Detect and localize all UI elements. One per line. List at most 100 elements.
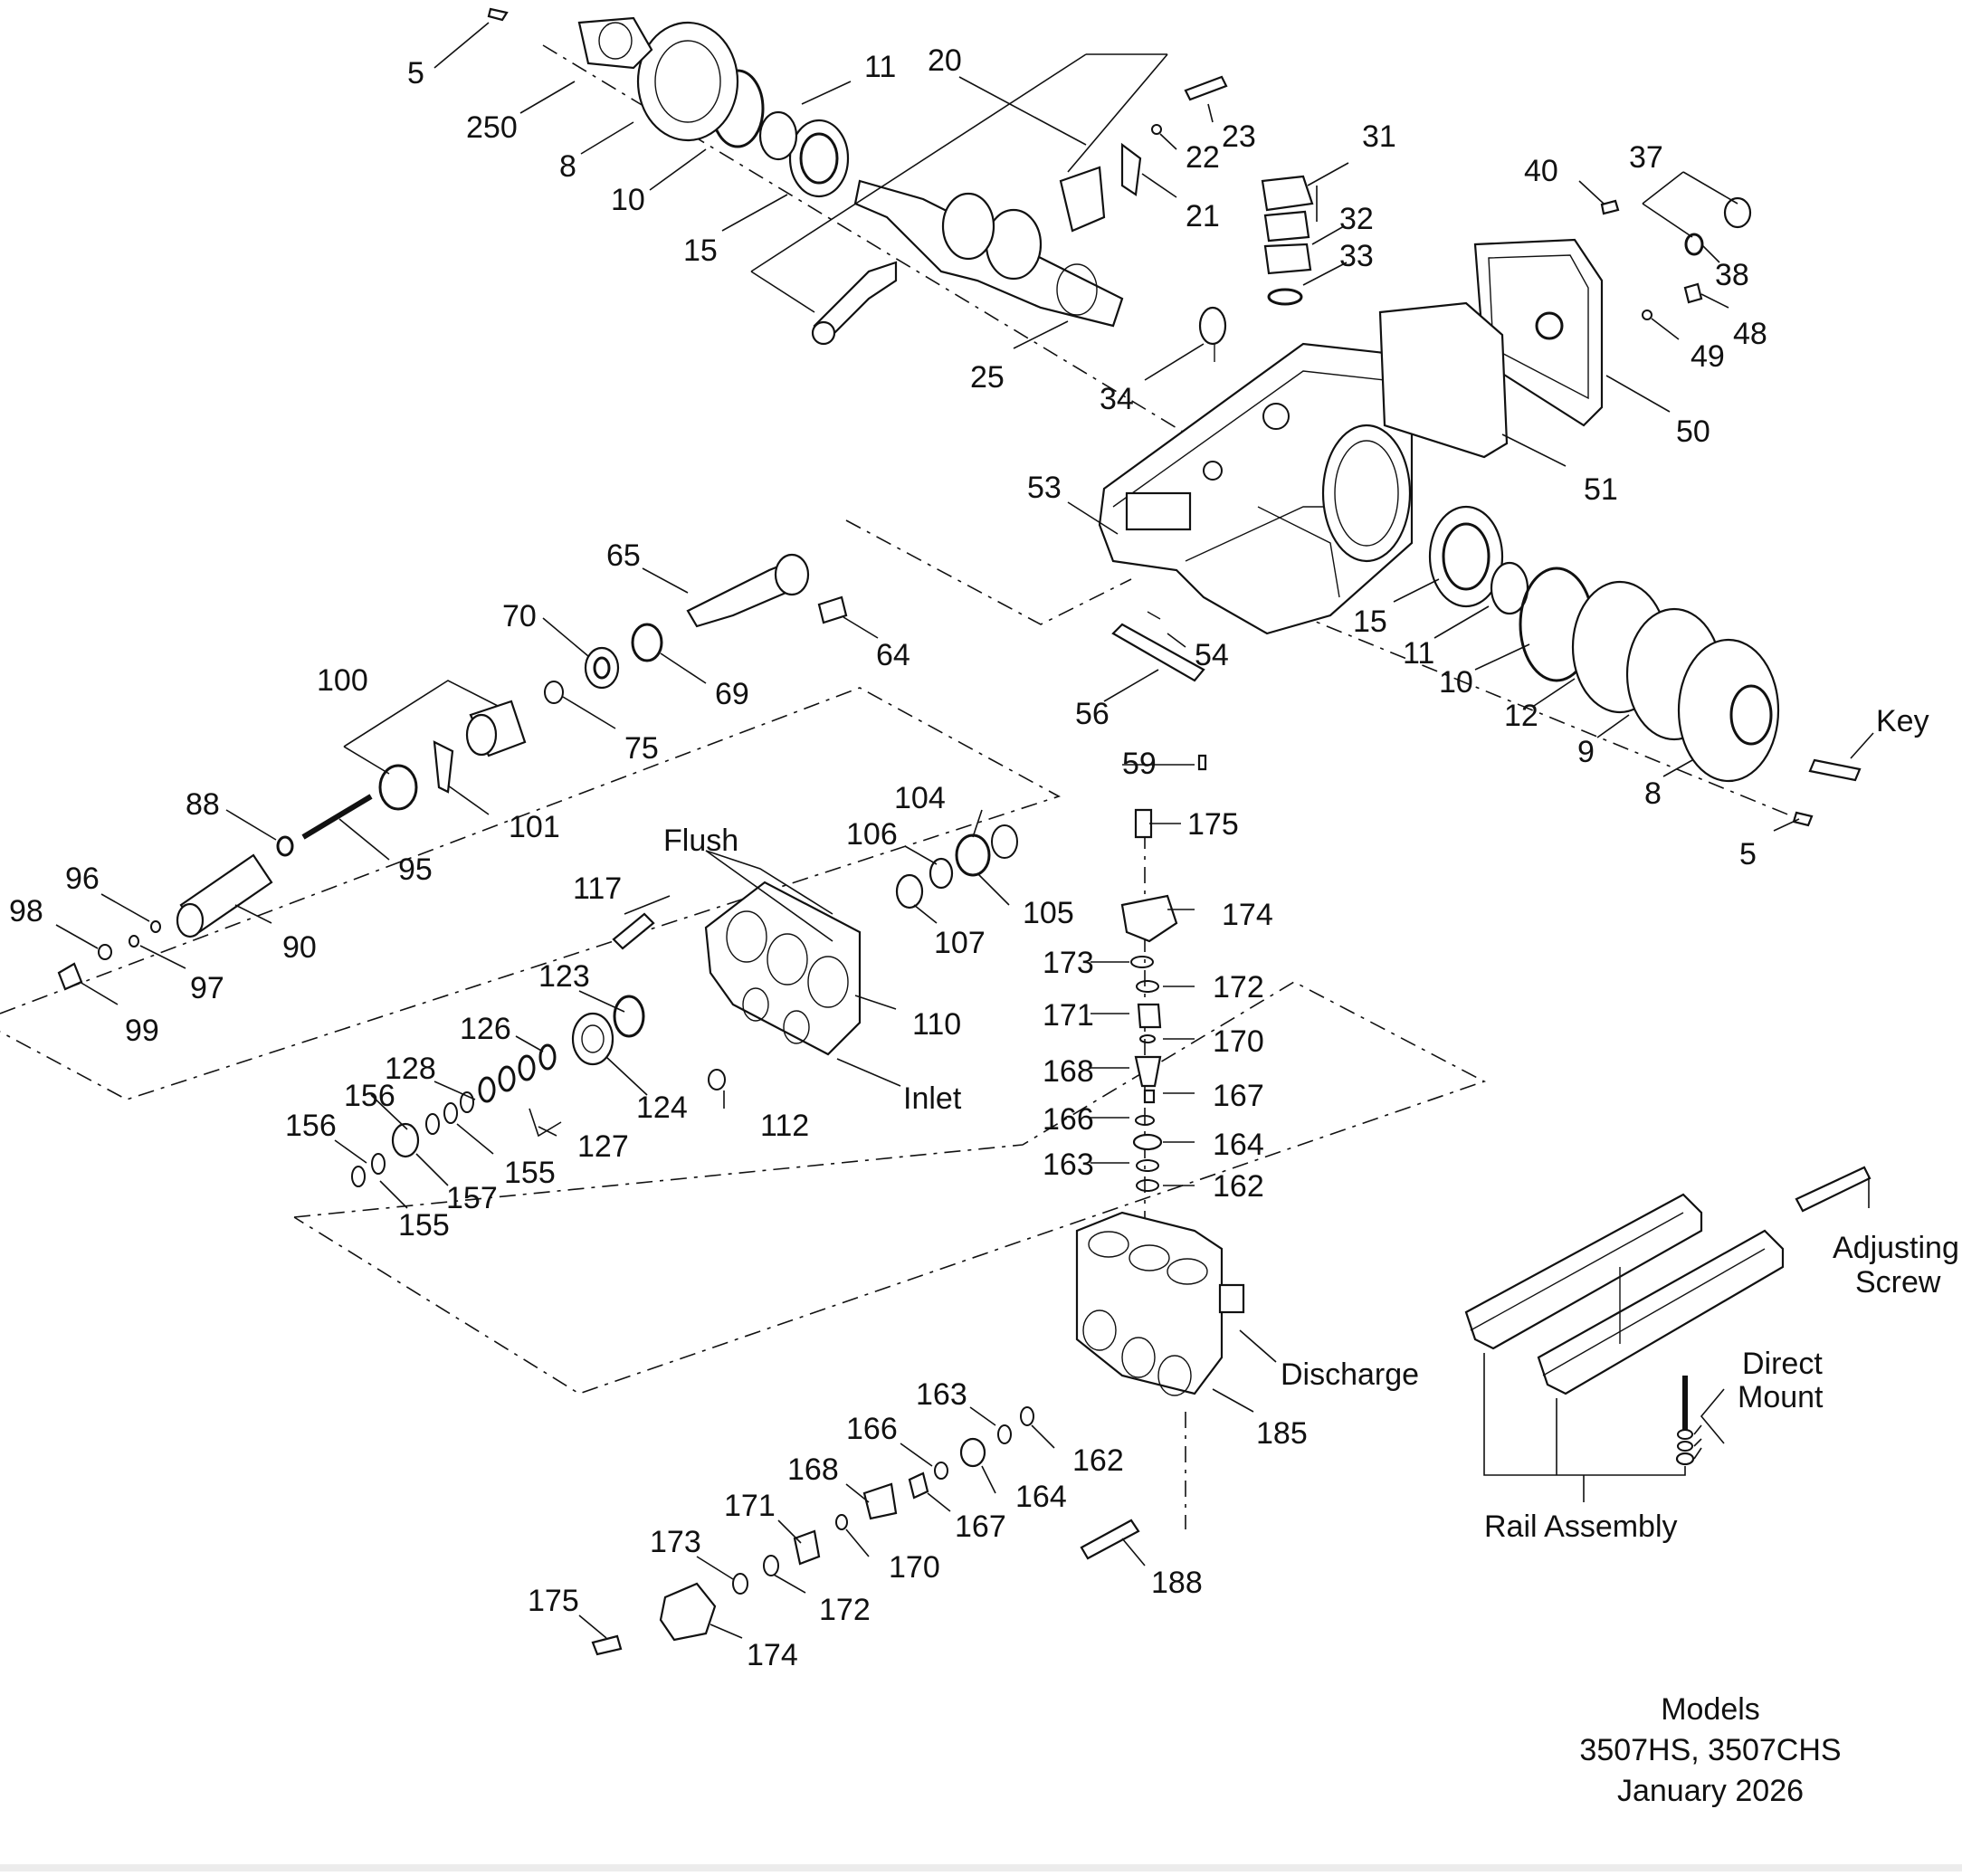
label-156-b: 156 xyxy=(285,1109,337,1143)
label-164-b: 164 xyxy=(1015,1480,1067,1514)
label-69: 69 xyxy=(715,677,749,711)
label-155-b: 155 xyxy=(398,1208,450,1243)
label-127: 127 xyxy=(577,1129,629,1164)
sleeve-124 xyxy=(571,1012,614,1066)
label-75: 75 xyxy=(624,731,659,766)
eye-bolt-34 xyxy=(1198,306,1227,362)
label-15-top: 15 xyxy=(683,233,718,268)
label-rail-assembly: Rail Assembly xyxy=(1484,1509,1678,1544)
label-64: 64 xyxy=(876,638,910,672)
label-33: 33 xyxy=(1339,239,1374,273)
label-175-a: 175 xyxy=(1187,807,1239,842)
label-5-right: 5 xyxy=(1739,837,1757,871)
label-23: 23 xyxy=(1222,119,1256,154)
oring-69 xyxy=(631,623,663,662)
label-173-a: 173 xyxy=(1043,946,1094,980)
label-15-right: 15 xyxy=(1353,605,1387,639)
label-56: 56 xyxy=(1075,697,1110,731)
footer-bar xyxy=(0,1864,1962,1871)
label-11-right: 11 xyxy=(1403,636,1434,671)
screw-40 xyxy=(1600,199,1620,215)
washer-107 xyxy=(895,873,924,909)
label-54: 54 xyxy=(1195,638,1229,672)
label-31: 31 xyxy=(1362,119,1396,154)
label-direct-line1: Direct xyxy=(1742,1347,1823,1381)
bearing-cover-8-top xyxy=(636,21,739,142)
key-part xyxy=(1808,758,1862,782)
label-key: Key xyxy=(1876,704,1929,738)
model-info: Models 3507HS, 3507CHS January 2026 xyxy=(1579,1692,1841,1808)
bearing-cover-8-right xyxy=(1677,638,1780,783)
label-155-a: 155 xyxy=(504,1156,556,1190)
crankcase xyxy=(1098,342,1414,635)
label-168-b: 168 xyxy=(787,1452,839,1487)
bearing-15-right xyxy=(1428,505,1504,608)
label-99: 99 xyxy=(125,1014,159,1048)
seal-11-top xyxy=(758,110,798,161)
top-axis-line xyxy=(542,44,1218,453)
label-inlet: Inlet xyxy=(903,1081,962,1116)
label-65: 65 xyxy=(606,538,641,573)
label-5-top: 5 xyxy=(407,56,424,90)
flange-250 xyxy=(577,16,653,70)
label-10-top: 10 xyxy=(611,183,645,217)
connecting-rod xyxy=(811,261,898,346)
part-labels: 5 250 8 10 11 15 20 21 22 23 25 31 32 33… xyxy=(9,43,1959,1672)
label-21: 21 xyxy=(1186,199,1220,233)
washer-88 xyxy=(276,835,294,857)
washer-75 xyxy=(544,681,564,704)
manifold-110 xyxy=(704,881,862,1056)
oring-123 xyxy=(613,995,645,1038)
label-adjusting-line2: Screw xyxy=(1855,1265,1941,1300)
label-8-top: 8 xyxy=(559,149,576,184)
stud-95 xyxy=(301,794,373,840)
label-20: 20 xyxy=(928,43,962,78)
washer-49 xyxy=(1642,309,1652,320)
label-96: 96 xyxy=(65,862,100,896)
label-117: 117 xyxy=(573,871,622,906)
label-32: 32 xyxy=(1339,202,1374,236)
clip-21 xyxy=(1120,142,1142,196)
label-172-b: 172 xyxy=(819,1593,871,1627)
label-167-a: 167 xyxy=(1213,1079,1264,1113)
screw-59 xyxy=(1197,754,1207,771)
label-106: 106 xyxy=(846,817,898,852)
seal-106 xyxy=(929,857,954,890)
label-95: 95 xyxy=(398,852,433,887)
label-70: 70 xyxy=(502,599,537,633)
label-175-b: 175 xyxy=(528,1584,579,1618)
direct-mount-stack xyxy=(1675,1376,1695,1466)
washer-96 xyxy=(150,920,161,933)
label-163-b: 163 xyxy=(916,1377,967,1412)
label-112: 112 xyxy=(760,1109,809,1143)
label-168-a: 168 xyxy=(1043,1054,1094,1089)
plug-48 xyxy=(1683,282,1703,304)
seal-70 xyxy=(584,646,620,690)
bolt-23 xyxy=(1184,75,1228,101)
washer-98 xyxy=(98,944,112,960)
label-166-b: 166 xyxy=(846,1412,898,1446)
pin-64 xyxy=(817,595,848,624)
label-174-a: 174 xyxy=(1222,898,1273,932)
label-49: 49 xyxy=(1691,339,1725,374)
plunger-90 xyxy=(176,853,273,938)
label-97: 97 xyxy=(190,971,224,1005)
label-direct-line2: Mount xyxy=(1738,1380,1824,1414)
crankshaft xyxy=(853,179,1124,328)
label-discharge: Discharge xyxy=(1281,1357,1419,1392)
label-40: 40 xyxy=(1524,154,1558,188)
leader-lines xyxy=(55,22,1874,1639)
seal-105 xyxy=(955,833,991,877)
label-100: 100 xyxy=(317,663,368,698)
screw-5-right xyxy=(1792,811,1814,827)
label-107: 107 xyxy=(934,926,986,960)
label-53: 53 xyxy=(1027,471,1062,505)
bolt-99 xyxy=(57,962,83,991)
label-37: 37 xyxy=(1629,140,1663,175)
plug-37 xyxy=(1723,196,1752,229)
label-124: 124 xyxy=(636,1090,688,1125)
info-models-heading: Models xyxy=(1661,1692,1760,1727)
valve-group-outline xyxy=(293,981,1487,1395)
label-185: 185 xyxy=(1256,1416,1308,1451)
seal-stack xyxy=(351,1043,557,1187)
